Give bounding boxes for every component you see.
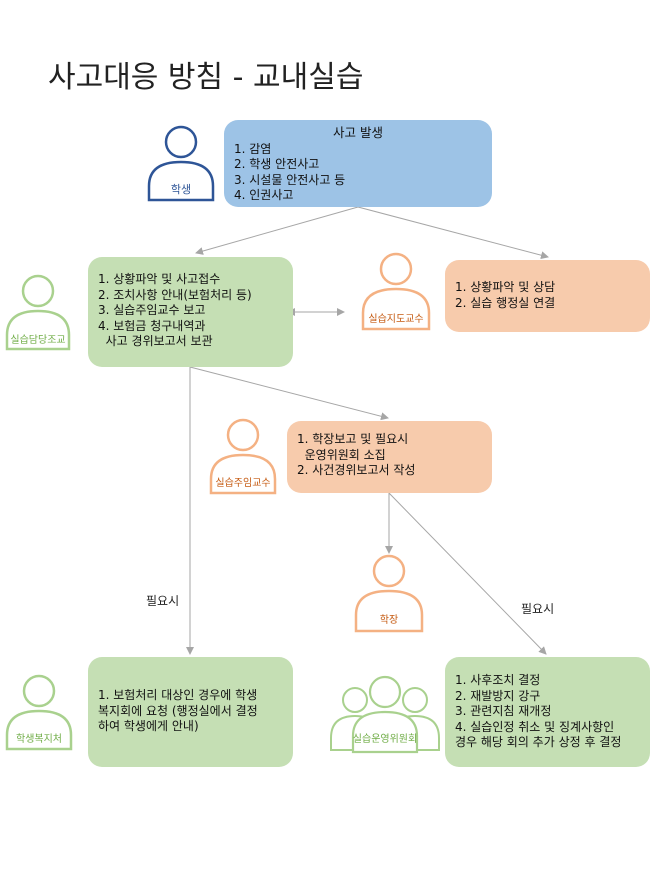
node-item: 2. 학생 안전사고 (234, 157, 320, 171)
node-item: 1. 보험처리 대상인 경우에 학생 (98, 688, 258, 702)
page-title: 사고대응 방침 - 교내실습 (48, 60, 364, 95)
node-item: 1. 상황파악 및 사고접수 (98, 272, 221, 286)
edge-chief-committee (388, 492, 547, 655)
node-item: 2. 사건경위보고서 작성 (297, 463, 416, 477)
node-item: 1. 상황파악 및 상담 (455, 280, 556, 294)
node-chief-prof-actions: 1. 학장보고 및 필요시 운영위원회 소집 2. 사건경위보고서 작성 (287, 421, 492, 493)
person-icon-student (147, 125, 215, 202)
person-icon-chief-prof (209, 418, 277, 495)
actor-label-student: 학생 (170, 183, 192, 196)
person-icon-staff (5, 274, 71, 351)
node-item: 1. 사후조치 결정 (455, 673, 541, 687)
node-item: 하여 학생에게 안내) (98, 719, 199, 733)
node-item: 사고 경위보고서 보관 (98, 334, 213, 348)
node-item: 복지회에 요청 (행정실에서 결정 (98, 703, 258, 718)
actor-label-committee: 실습운영위원회 (352, 734, 418, 745)
edge-label-if-needed: 필요시 (521, 602, 555, 616)
node-item: 3. 관련지침 재개정 (455, 704, 552, 718)
node-item: 2. 재발방지 강구 (455, 688, 541, 703)
person-icon-welfare (5, 674, 73, 751)
group-icon-committee (330, 675, 440, 754)
person-icon-dean (354, 554, 424, 633)
node-committee-actions: 1. 사후조치 결정 2. 재발방지 강구 3. 관련지침 재개정 4. 실습인… (445, 657, 650, 767)
node-advisor-actions: 1. 상황파악 및 상담 2. 실습 행정실 연결 (445, 260, 650, 332)
node-accident-occurrence: 사고 발생 1. 감염 2. 학생 안전사고 3. 시설물 안전사고 등 4. … (224, 120, 492, 207)
node-item: 3. 실습주임교수 보고 (98, 303, 206, 317)
node-item: 경우 해당 회의 추가 상정 후 결정 (455, 735, 622, 749)
actor-label-staff: 실습담당조교 (10, 335, 66, 346)
node-item: 2. 조치사항 안내(보험처리 등) (98, 287, 252, 302)
edge-start-staff (195, 206, 359, 255)
node-staff-actions: 1. 상황파악 및 사고접수 2. 조치사항 안내(보험처리 등) 3. 실습주… (88, 257, 293, 367)
actor-label-chief-prof: 실습주임교수 (215, 478, 271, 489)
node-item: 4. 인권사고 (234, 188, 294, 202)
node-item: 4. 실습인정 취소 및 징계사항인 (455, 719, 615, 734)
node-item: 4. 보험금 청구내역과 (98, 318, 206, 333)
node-item: 1. 감염 (234, 141, 272, 156)
node-heading: 사고 발생 (333, 125, 383, 140)
edge-label-if-needed: 필요시 (146, 594, 180, 608)
edge-start-advisor (357, 206, 549, 260)
node-item: 1. 학장보고 및 필요시 (297, 432, 409, 446)
node-item: 2. 실습 행정실 연결 (455, 295, 556, 310)
node-welfare-actions: 1. 보험처리 대상인 경우에 학생 복지회에 요청 (행정실에서 결정 하여 … (88, 657, 293, 767)
actor-label-welfare: 학생복지처 (16, 734, 62, 745)
actor-label-dean: 학장 (379, 615, 399, 626)
person-icon-advisor (361, 252, 431, 331)
edge-staff-chief (189, 366, 389, 421)
actor-label-advisor: 실습지도교수 (368, 314, 424, 325)
node-item: 운영위원회 소집 (297, 447, 386, 462)
node-item: 3. 시설물 안전사고 등 (234, 172, 346, 187)
